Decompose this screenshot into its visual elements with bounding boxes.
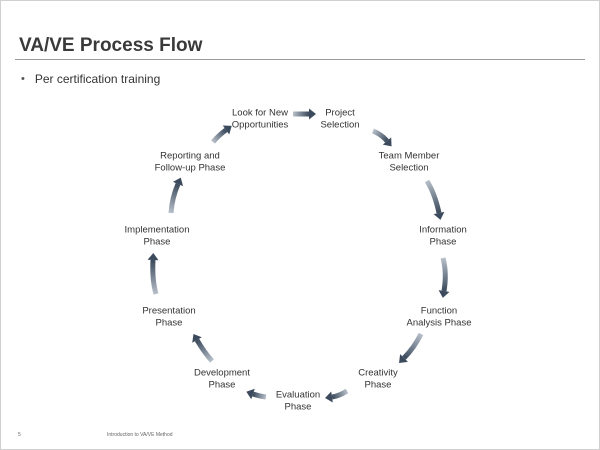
node-label-line: Selection [320,119,360,130]
node-label-line: Creativity [358,367,398,379]
node-label-line: Evaluation [275,389,321,401]
footer-text: Introduction to VA/VE Method [107,432,173,438]
cycle-arrow [438,257,450,298]
cycle-arrow [399,332,424,363]
node-label-line: Information [419,224,467,236]
node-label-line: Analysis Phase [406,317,472,328]
node-label-line: Project [325,107,355,119]
node-label-line: Selection [389,162,429,173]
cycle-arrow [372,128,392,147]
node-label-line: Look for New [232,107,288,119]
node-label-line: Implementation [124,224,190,236]
cycle-arrow [192,333,214,363]
node-label-line: Presentation [142,305,196,317]
title-divider [15,59,585,60]
node-label-line: Phase [284,401,312,412]
bullet-item: • Per certification training [21,72,160,86]
cycle-arrow [325,388,349,403]
node-label-line: Team Member [378,150,440,162]
bullet-dot-icon: • [21,73,25,85]
node-label-line: Phase [429,236,457,247]
node-label-line: Function [420,305,458,317]
cycle-arrow [293,108,316,120]
footer-page-number: 5 [18,432,21,438]
cycle-arrow [211,125,232,144]
node-label-line: Reporting and [160,150,220,162]
node-label-line: Phase [143,236,171,247]
slide-title: VA/VE Process Flow [19,35,203,56]
node-label-line: Phase [155,317,183,328]
cycle-arrow [168,177,184,214]
cycle-arrow [246,388,267,400]
node-label-line: Phase [364,379,392,390]
node-label-line: Opportunities [231,119,289,130]
node-label-line: Development [194,367,250,379]
cycle-arrow [147,253,159,295]
bullet-text: Per certification training [34,72,161,86]
node-label-line: Follow-up Phase [154,162,226,173]
node-label-line: Phase [208,379,236,390]
cycle-arrow [424,179,445,220]
